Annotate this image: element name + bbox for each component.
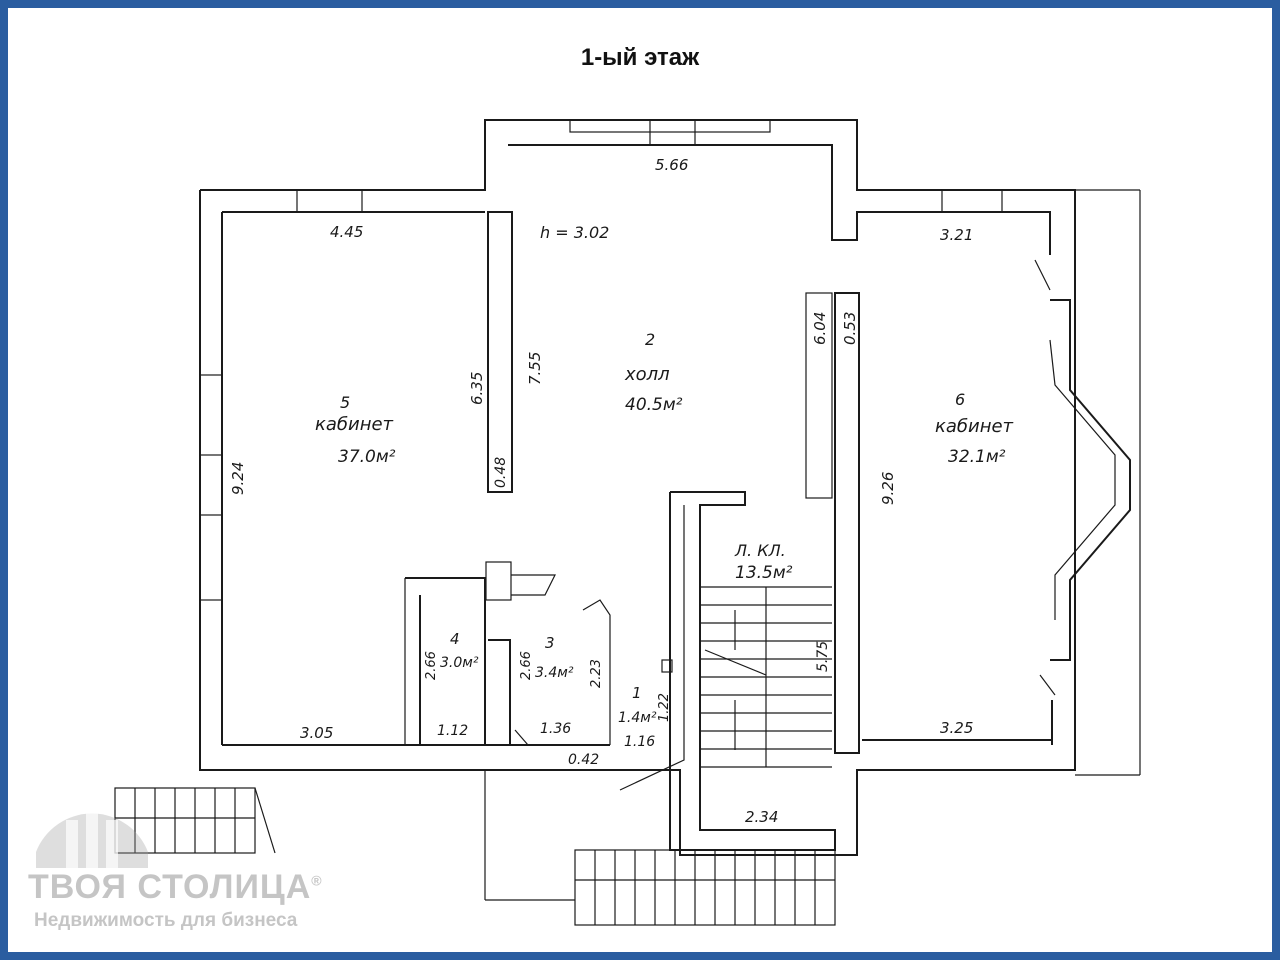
stairs-left [114, 787, 276, 854]
outer-walls [199, 119, 1141, 901]
dim-234: 2.34 [745, 808, 778, 826]
plan-sheet [8, 8, 1272, 952]
office5-area: 37.0м² [338, 447, 396, 467]
office5-number: 5 [340, 393, 350, 412]
dim-048: 0.48 [493, 457, 509, 488]
dim-924: 9.24 [229, 462, 247, 495]
stairs-interior [700, 586, 832, 768]
dim-305: 3.05 [300, 724, 333, 742]
watermark-brand: ТВОЯ СТОЛИЦА® [28, 868, 323, 906]
office5-name: кабинет [315, 414, 394, 435]
dim-116: 1.16 [624, 734, 655, 750]
watermark-subtitle: Недвижимость для бизнеса [34, 910, 298, 931]
page-title: 1-ый этаж [580, 44, 700, 71]
dim-575: 5.75 [815, 641, 831, 672]
dimension-labels: 5.66 4.45 3.21 6.35 7.55 6.04 0.53 9.24 … [229, 156, 973, 826]
dim-926: 9.26 [879, 472, 897, 505]
dim-042: 0.42 [568, 752, 599, 768]
dim-604: 6.04 [811, 312, 829, 345]
hall-name: холл [624, 364, 670, 385]
room-labels: 2 холл 40.5м² h = 3.02 5 кабинет 37.0м² … [315, 223, 1014, 726]
dim-122: 1.22 [657, 693, 672, 722]
stair-area: 13.5м² [735, 563, 793, 583]
dim-053: 0.53 [841, 312, 859, 345]
dim-223: 2.23 [589, 659, 604, 688]
hall-number: 2 [645, 330, 655, 349]
ceiling-height: h = 3.02 [540, 223, 609, 242]
dim-112: 1.12 [437, 723, 468, 739]
room1-area: 1.4м² [618, 710, 657, 726]
room4-number: 4 [450, 630, 460, 648]
windows [199, 119, 1003, 601]
room3-number: 3 [545, 634, 555, 652]
dim-321: 3.21 [940, 226, 973, 244]
room4-area: 3.0м² [440, 655, 479, 671]
room3-area: 3.4м² [535, 665, 574, 681]
dim-566: 5.66 [655, 156, 688, 174]
dim-136: 1.36 [540, 721, 571, 737]
watermark-logo-icon [36, 810, 148, 868]
office6-number: 6 [955, 390, 965, 409]
dim-266a: 2.66 [424, 651, 439, 680]
dim-266b: 2.66 [519, 651, 534, 680]
dim-445: 4.45 [330, 223, 363, 241]
stair-name: Л. КЛ. [734, 541, 786, 560]
office6-area: 32.1м² [948, 447, 1006, 467]
stairs-entrance [574, 849, 836, 926]
room1-number: 1 [632, 684, 642, 702]
dim-325: 3.25 [940, 719, 973, 737]
dim-635: 6.35 [468, 372, 486, 405]
dim-755: 7.55 [526, 352, 544, 385]
bay-window [1034, 259, 1131, 696]
office6-name: кабинет [935, 416, 1014, 437]
hall-area: 40.5м² [625, 395, 683, 415]
interior-walls [404, 211, 860, 851]
